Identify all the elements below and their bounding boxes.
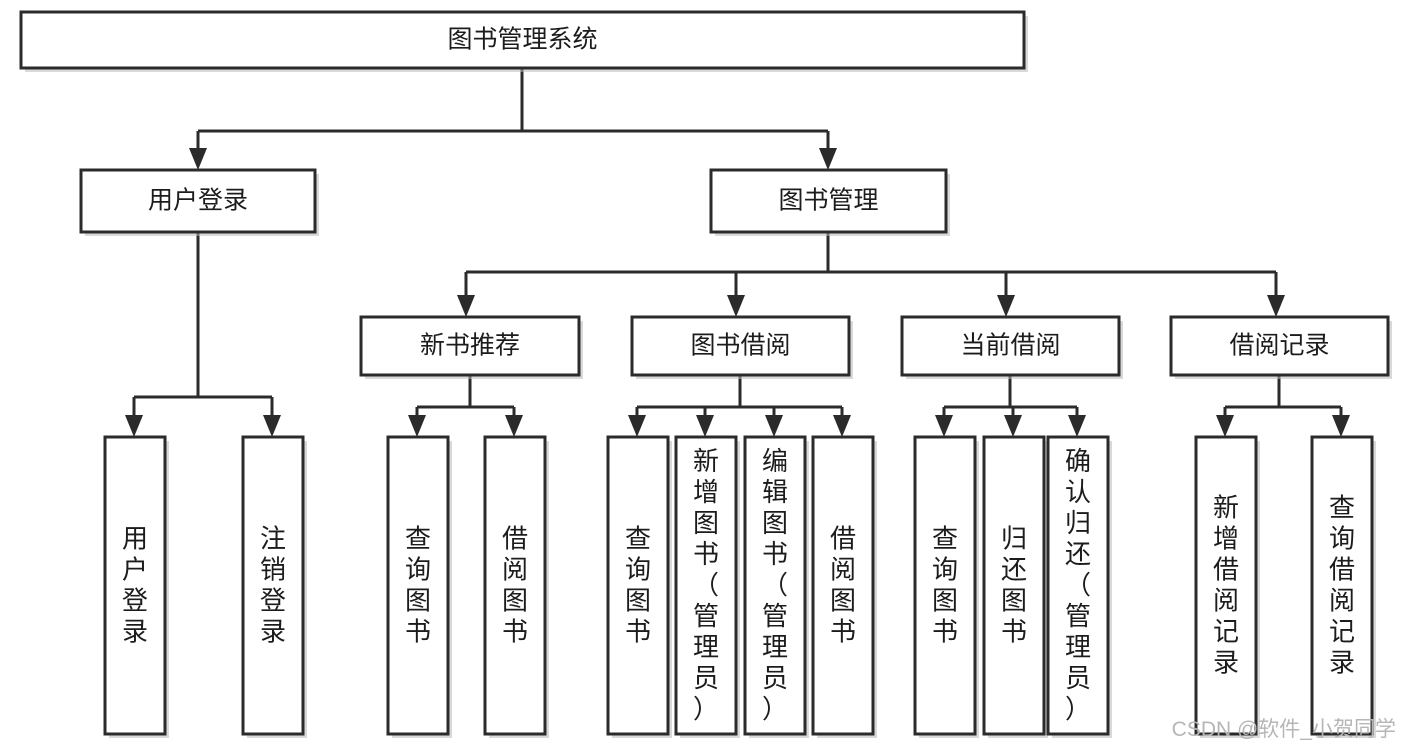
node-label: 查询图书 bbox=[405, 524, 431, 647]
node-box[interactable] bbox=[630, 315, 851, 377]
arrow-head-icon bbox=[1004, 415, 1022, 437]
node-box[interactable] bbox=[743, 435, 807, 736]
node-label: 用户登录 bbox=[148, 187, 248, 215]
level2-node-new-book-recommend[interactable]: 新书推荐 bbox=[359, 315, 583, 379]
level2-node-borrow-record[interactable]: 借阅记录 bbox=[1169, 315, 1392, 379]
leaf-node-leaf-query-book[interactable]: 查询图书 bbox=[606, 435, 672, 738]
node-box[interactable] bbox=[1169, 315, 1390, 377]
connector-currentborrow-to-leaves bbox=[935, 375, 1086, 437]
arrow-head-icon bbox=[457, 295, 475, 317]
leaf-node-leaf-edit-book-admin[interactable]: 编辑图书（管理员） bbox=[743, 435, 809, 738]
root-node-root[interactable]: 图书管理系统 bbox=[19, 10, 1028, 72]
arrow-head-icon bbox=[263, 415, 281, 437]
node-box[interactable] bbox=[1194, 435, 1258, 736]
leaf-node-leaf-user-login[interactable]: 用户登录 bbox=[103, 435, 169, 738]
node-label: 图书借阅 bbox=[690, 332, 790, 360]
level2-node-current-borrow[interactable]: 当前借阅 bbox=[900, 315, 1123, 379]
arrow-head-icon bbox=[935, 415, 953, 437]
node-label: 查询借阅记录 bbox=[1329, 493, 1355, 678]
node-label: 借阅图书 bbox=[502, 524, 528, 647]
node-label: 归还图书 bbox=[1001, 524, 1027, 647]
arrow-head-icon bbox=[1216, 415, 1234, 437]
node-label: 编辑图书（管理员） bbox=[762, 446, 788, 724]
leaf-node-leaf-return-book[interactable]: 归还图书 bbox=[982, 435, 1048, 738]
connector-bookborrow-to-leaves bbox=[628, 375, 851, 437]
node-label: 图书管理 bbox=[778, 187, 878, 215]
arrow-head-icon bbox=[997, 295, 1015, 317]
level2-node-book-borrow[interactable]: 图书借阅 bbox=[630, 315, 853, 379]
arrow-head-icon bbox=[125, 415, 143, 437]
leaf-node-leaf-user-logout[interactable]: 注销登录 bbox=[241, 435, 307, 738]
connector-borrowrecord-to-leaves bbox=[1216, 375, 1350, 437]
arrow-head-icon bbox=[1267, 295, 1285, 317]
node-box[interactable] bbox=[900, 315, 1121, 377]
node-label: 图书管理系统 bbox=[447, 26, 597, 54]
leaf-node-leaf-query-borrow-record[interactable]: 查询借阅记录 bbox=[1310, 435, 1376, 738]
arrow-head-icon bbox=[819, 148, 837, 170]
node-label: 新增借阅记录 bbox=[1213, 493, 1239, 678]
level1-node-user-login[interactable]: 用户登录 bbox=[79, 168, 319, 236]
leaf-node-leaf-add-borrow-record[interactable]: 新增借阅记录 bbox=[1194, 435, 1260, 738]
node-label: 查询图书 bbox=[932, 524, 958, 647]
node-box[interactable] bbox=[359, 315, 581, 377]
node-label: 用户登录 bbox=[122, 524, 148, 647]
node-layer: 图书管理系统用户登录图书管理新书推荐图书借阅当前借阅借阅记录用户登录注销登录查询… bbox=[19, 10, 1392, 738]
node-label: 确认归还（管理员） bbox=[1065, 446, 1091, 724]
node-box[interactable] bbox=[103, 435, 167, 736]
node-box[interactable] bbox=[674, 435, 738, 736]
node-box[interactable] bbox=[241, 435, 305, 736]
leaf-node-leaf-query-book-new[interactable]: 查询图书 bbox=[386, 435, 452, 738]
node-box[interactable] bbox=[913, 435, 977, 736]
arrow-head-icon bbox=[1332, 415, 1350, 437]
node-label: 查询图书 bbox=[625, 524, 651, 647]
connector-layer bbox=[125, 68, 1350, 437]
level1-node-book-manage[interactable]: 图书管理 bbox=[709, 168, 950, 236]
arrow-head-icon bbox=[505, 415, 523, 437]
arrow-head-icon bbox=[189, 148, 207, 170]
leaf-node-leaf-borrow-book-new[interactable]: 借阅图书 bbox=[483, 435, 549, 738]
node-label: 新增图书（管理员） bbox=[693, 446, 719, 724]
node-box[interactable] bbox=[386, 435, 450, 736]
connector-root-to-level1 bbox=[189, 68, 837, 170]
node-box[interactable] bbox=[79, 168, 317, 234]
connector-userlogin-to-leaves bbox=[125, 232, 281, 437]
node-box[interactable] bbox=[709, 168, 948, 234]
arrow-head-icon bbox=[833, 415, 851, 437]
leaf-node-leaf-add-book-admin[interactable]: 新增图书（管理员） bbox=[674, 435, 740, 738]
arrow-head-icon bbox=[727, 295, 745, 317]
node-box[interactable] bbox=[606, 435, 670, 736]
leaf-node-leaf-query-book-current[interactable]: 查询图书 bbox=[913, 435, 979, 738]
node-label: 当前借阅 bbox=[960, 332, 1060, 360]
arrow-head-icon bbox=[765, 415, 783, 437]
node-label: 借阅图书 bbox=[830, 524, 856, 647]
connector-newbook-to-leaves bbox=[408, 375, 523, 437]
node-box[interactable] bbox=[1046, 435, 1110, 736]
node-label: 新书推荐 bbox=[420, 332, 520, 360]
leaf-node-leaf-confirm-return-admin[interactable]: 确认归还（管理员） bbox=[1046, 435, 1112, 738]
node-box[interactable] bbox=[982, 435, 1046, 736]
node-label: 注销登录 bbox=[260, 524, 286, 647]
node-box[interactable] bbox=[1310, 435, 1374, 736]
arrow-head-icon bbox=[696, 415, 714, 437]
leaf-node-leaf-borrow-book[interactable]: 借阅图书 bbox=[811, 435, 877, 738]
arrow-head-icon bbox=[1068, 415, 1086, 437]
node-box[interactable] bbox=[483, 435, 547, 736]
node-box[interactable] bbox=[19, 10, 1026, 70]
watermark-text: CSDN @软件_小贺同学 bbox=[1172, 718, 1396, 741]
node-label: 借阅记录 bbox=[1229, 332, 1329, 360]
arrow-head-icon bbox=[628, 415, 646, 437]
arrow-head-icon bbox=[408, 415, 426, 437]
connector-bookmanage-to-level2 bbox=[457, 232, 1285, 317]
node-box[interactable] bbox=[811, 435, 875, 736]
